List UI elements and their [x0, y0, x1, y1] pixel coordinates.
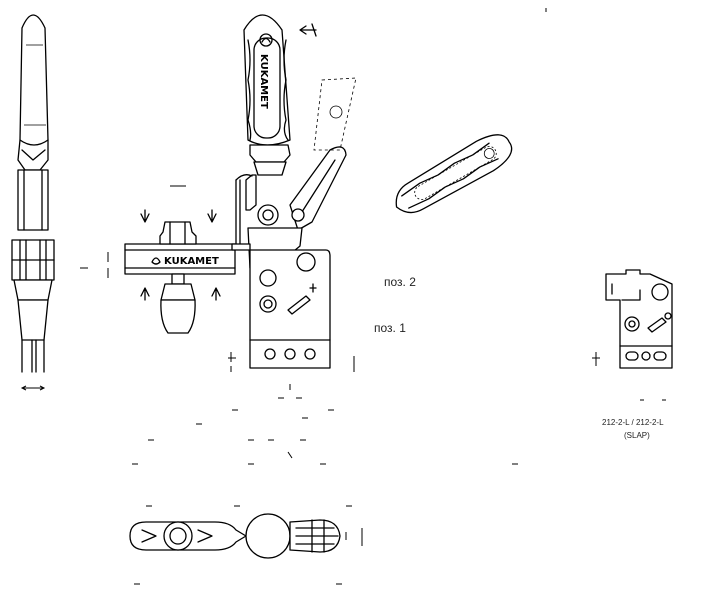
variant-note-line2: (SLAP) [624, 431, 650, 440]
position-1-label: поз. 1 [374, 321, 406, 335]
spindle-assembly: KUKAMET [80, 185, 236, 334]
spindle-brand-logo: KUKAMET [164, 256, 219, 267]
variant-view: 212-2-L / 212-2-L (SLAP) [592, 269, 673, 440]
handle-brand-logo: KUKAMET [258, 54, 269, 109]
plan-view [129, 505, 363, 585]
main-clamp-view: KUKAMET [132, 8, 547, 465]
position-2-label: поз. 2 [384, 275, 416, 289]
side-view [11, 14, 55, 391]
variant-note-line1: 212-2-L / 212-2-L [602, 418, 664, 427]
handle-detail [395, 134, 513, 214]
